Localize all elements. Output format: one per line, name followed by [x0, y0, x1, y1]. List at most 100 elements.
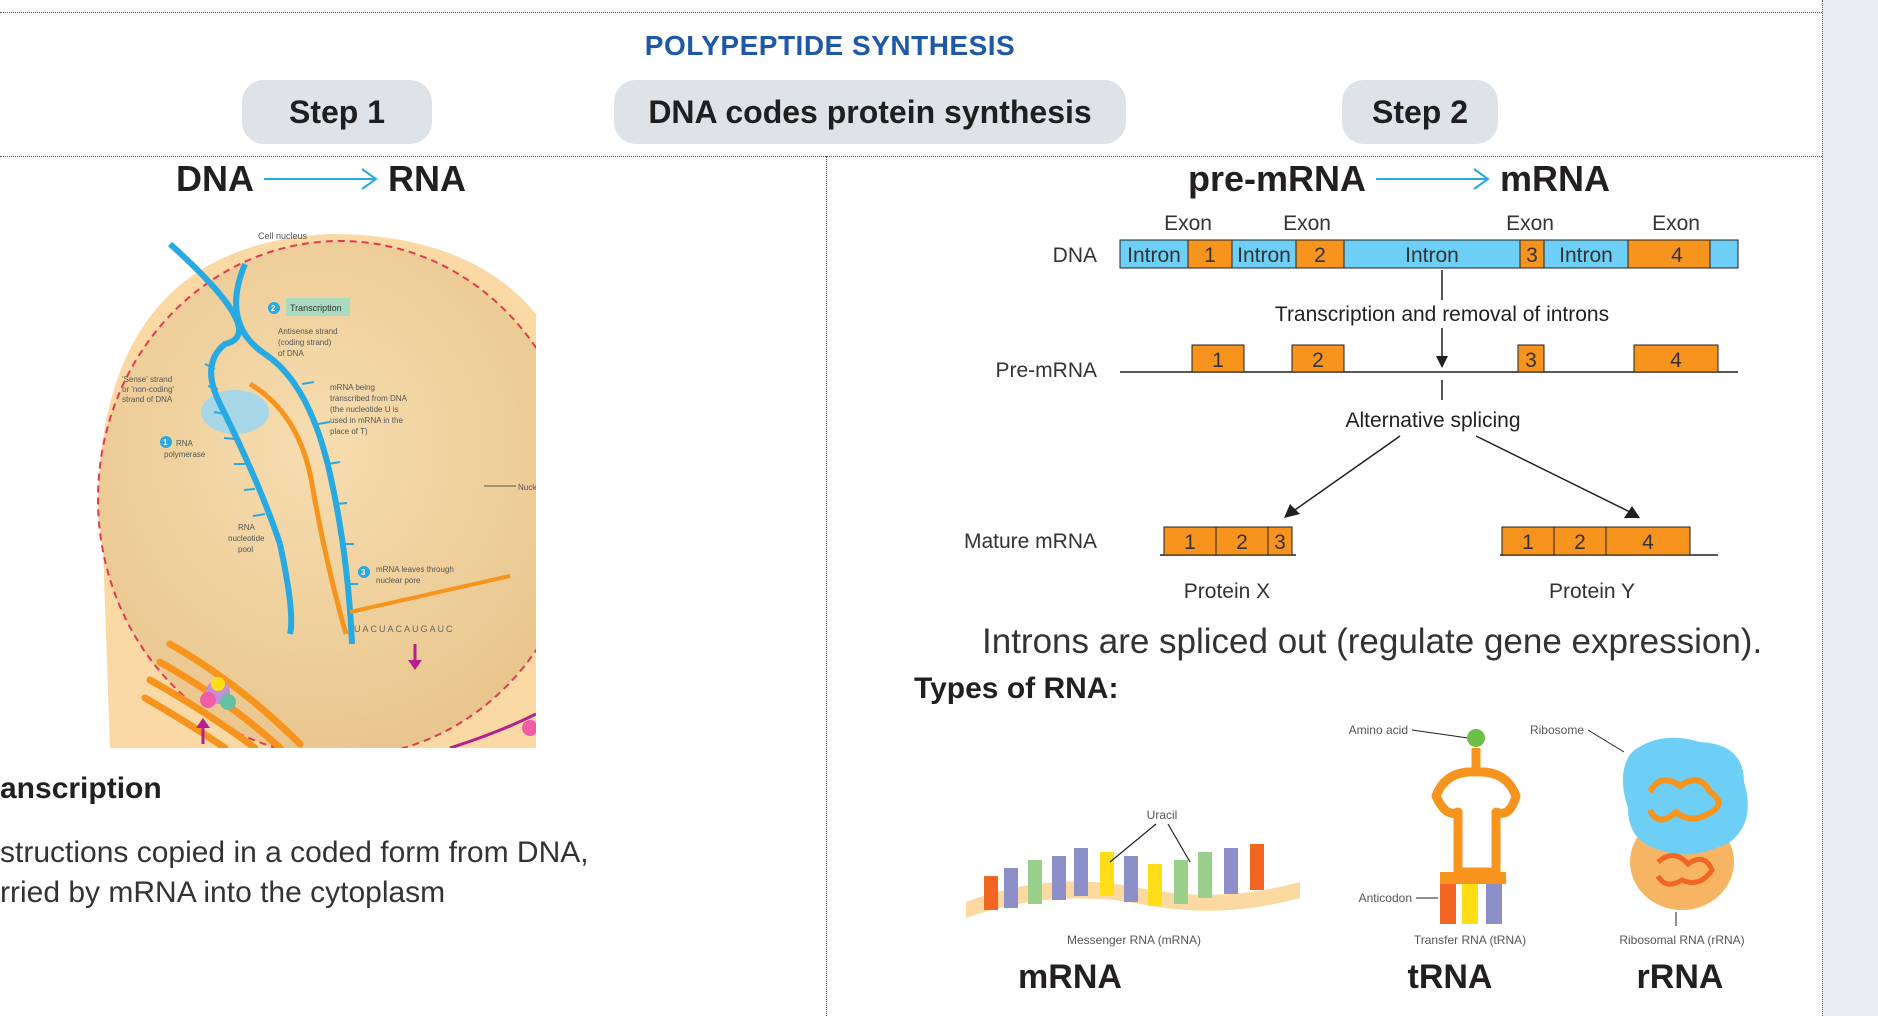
page-title: POLYPEPTIDE SYNTHESIS [644, 30, 1016, 61]
dna-seg-text: 3 [1526, 244, 1538, 267]
premrna-exon [1633, 344, 1719, 373]
split-line-left [1291, 435, 1401, 513]
premrna-seg-text: 4 [1670, 349, 1682, 372]
rna-types-figure: Uracil Messenger RNA (mRNA) Amino acid A… [966, 723, 1748, 947]
label-mrna-3: (the nucleotide U is [330, 405, 398, 414]
dna-seg-text: 1 [1204, 244, 1216, 267]
exon-label-4: Exon [1652, 212, 1700, 235]
split-line-right [1475, 435, 1631, 513]
step-badge-3 [358, 566, 370, 578]
ribosome-pointer [1587, 729, 1625, 753]
rna-polymerase-blob [201, 390, 269, 434]
ribosome-dot [200, 692, 216, 708]
step1-pill: Step 1 [242, 80, 432, 144]
premrna-seg-text: 1 [1212, 349, 1224, 372]
ribosome-large-subunit [1622, 737, 1748, 855]
dna-intron [1543, 239, 1629, 269]
label-antisense-2: (coding strand) [278, 338, 332, 347]
mature-y-exon [1553, 526, 1607, 556]
step-badge-1 [160, 436, 172, 448]
flow-to: RNA [388, 158, 466, 199]
mature-y-text: 1 [1522, 531, 1534, 554]
arrow-head-icon [408, 660, 422, 670]
dot [522, 720, 536, 736]
arrow-right-icon [1376, 168, 1490, 190]
mature-row-label: Mature mRNA [964, 530, 1097, 553]
transcription-figure: Cell nucleus 2 Transcription Antisense s… [97, 231, 536, 748]
premrna-exon [1517, 344, 1545, 373]
arrow-right-icon [264, 168, 378, 190]
premrna-seg-text: 2 [1312, 349, 1324, 372]
antisense-strand [233, 262, 355, 645]
label-antisense-3: of DNA [278, 349, 304, 358]
step-number-3: 3 [361, 568, 366, 577]
label-nucleotide-1: RNA [238, 523, 256, 532]
flow-from: DNA [176, 158, 254, 199]
sense-strand-lower [277, 543, 295, 635]
transcription-heading: anscription [0, 772, 162, 805]
mature-x-text: 1 [1184, 531, 1196, 554]
mature-x-text: 2 [1236, 531, 1248, 554]
label-pore-2: nuclear pore [376, 576, 421, 585]
dna-intron [1709, 239, 1739, 269]
dna-seg-text: 2 [1314, 244, 1326, 267]
label-sense-2: or 'non-coding' [122, 385, 174, 394]
right-sidebar [1822, 0, 1878, 1016]
sense-strand [167, 241, 283, 545]
ribosome-dot [211, 677, 225, 691]
label-nucleotide-2: nucleotide [228, 534, 265, 543]
anticodon-base [1486, 884, 1502, 924]
premrna-row-label: Pre-mRNA [995, 359, 1097, 382]
amino-pointer [1411, 729, 1469, 739]
mrna-strand [248, 381, 349, 635]
mature-y-exon [1501, 526, 1555, 556]
mature-x-exon [1215, 526, 1269, 556]
dna-seg-text: Intron [1559, 244, 1613, 267]
flow-from: pre-mRNA [1188, 158, 1367, 199]
mrna-sequence: UACUACAUGAUC [354, 624, 455, 634]
label-antisense-1: Antisense strand [278, 327, 338, 336]
exported-mrna [349, 574, 511, 614]
premrna-exon [1191, 344, 1245, 373]
transcription-body-1: structions copied in a coded form from D… [0, 836, 589, 869]
arrow-head-icon [196, 718, 210, 728]
exon-label-3: Exon [1506, 212, 1554, 235]
exon-label-2: Exon [1283, 212, 1331, 235]
label-sense-3: strand of DNA [122, 395, 173, 404]
label-polymerase-1: RNA [176, 439, 194, 448]
premrna-seg-text: 3 [1525, 349, 1537, 372]
splicing-step-label: Alternative splicing [1345, 409, 1520, 432]
label-transcription: Transcription [290, 303, 342, 313]
amino-acid-label: Amino acid [1349, 723, 1408, 737]
top-rule [0, 12, 1822, 13]
protein-x-label: Protein X [1184, 580, 1270, 603]
right-flow: pre-mRNA mRNA [1188, 158, 1610, 200]
premrna-exon [1291, 344, 1345, 373]
mature-y-text: 4 [1642, 531, 1654, 554]
dna-seg-text: Intron [1405, 244, 1459, 267]
base-ticks [204, 363, 358, 585]
anticodon-label: Anticodon [1359, 891, 1412, 905]
uracil-pointer [1109, 823, 1157, 863]
protein-y-label: Protein Y [1549, 580, 1635, 603]
anticodon-base [1440, 884, 1456, 924]
trna-caption: Transfer RNA (tRNA) [1414, 933, 1526, 947]
label-cell-nucleus: Cell nucleus [258, 231, 308, 241]
label-mrna-4: used in mRNA in the [330, 416, 403, 425]
rrna-fold-1 [1647, 777, 1722, 823]
label-polymerase-2: polymerase [164, 450, 206, 459]
dna-exon [1519, 239, 1545, 269]
mature-x-text: 3 [1274, 531, 1286, 554]
dna-seg-text: Intron [1127, 244, 1181, 267]
dna-row-label: DNA [1053, 244, 1097, 267]
ribosome-dot [220, 694, 236, 710]
step-number-2: 2 [271, 304, 276, 313]
trna-name: tRNA [1407, 958, 1493, 996]
label-nucleotide-3: pool [238, 545, 253, 554]
mature-x-exon [1267, 526, 1293, 556]
left-flow: DNA RNA [176, 158, 466, 200]
mrna-bases [984, 844, 1264, 910]
down-arrow-icon [1436, 356, 1448, 368]
step-badge-2 [268, 302, 280, 314]
transcription-step-label: Transcription and removal of introns [1275, 303, 1609, 326]
